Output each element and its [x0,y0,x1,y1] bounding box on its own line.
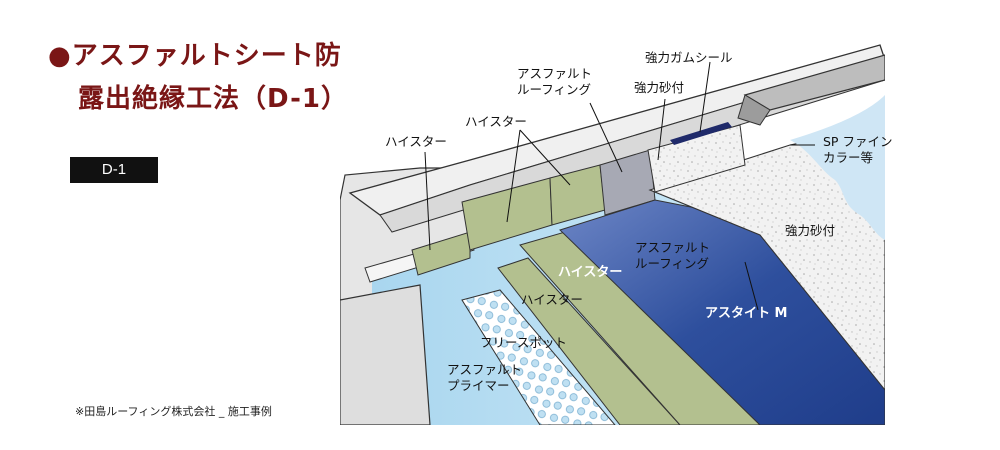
heister-strip-mid [519,231,761,425]
label-sp-fine-color-1: SP ファイン [823,134,892,149]
label-heister-upper: ハイスター [465,114,527,129]
label-asphalt-primer-1: アスファルト [447,362,522,377]
label-strong-sand-right: 強力砂付 [785,223,835,238]
label-heister-white: ハイスター [558,265,622,280]
bullet-icon: ● [48,41,72,71]
label-fleece-pot: フリースポット [480,335,567,350]
gum-seal-strip [670,122,732,145]
label-strong-sand-top: 強力砂付 [634,80,684,95]
label-strong-gum-seal: 強力ガムシール [645,50,733,65]
fleece-pot-sheet [461,289,616,425]
label-asphalt-roofing-top-1: アスファルト [517,66,592,81]
label-heister-lower: ハイスター [521,292,583,307]
code-badge: D-1 [70,157,158,183]
heister-upright-left [411,231,471,276]
sp-fine-color-area [790,95,885,240]
label-asphalt-roofing-mid-2: ルーフィング [635,256,709,271]
title-text-1: アスファルトシート防水 [71,41,369,71]
strong-sand-sheet [648,124,885,391]
label-asphalt-roofing-top-2: ルーフィング [517,82,591,97]
diagram-body [340,40,885,425]
leader-lines [424,61,815,311]
title-line-1: ●アスファルトシート防水 [48,35,369,72]
label-heister-left: ハイスター [385,134,447,149]
title-line-2: 露出絶縁工法（D-1） [78,84,348,114]
label-asphalt-primer-2: プライマー [447,378,510,393]
heister-strip-lower [497,257,681,425]
label-astite-m: アスタイト M [705,306,787,321]
label-asphalt-roofing-mid-1: アスファルト [635,240,710,255]
label-sp-fine-color-2: カラー等 [823,150,873,165]
footnote: ※田島ルーフィング株式会社 _ 施工事例 [75,405,272,418]
floor-edge [340,284,431,425]
